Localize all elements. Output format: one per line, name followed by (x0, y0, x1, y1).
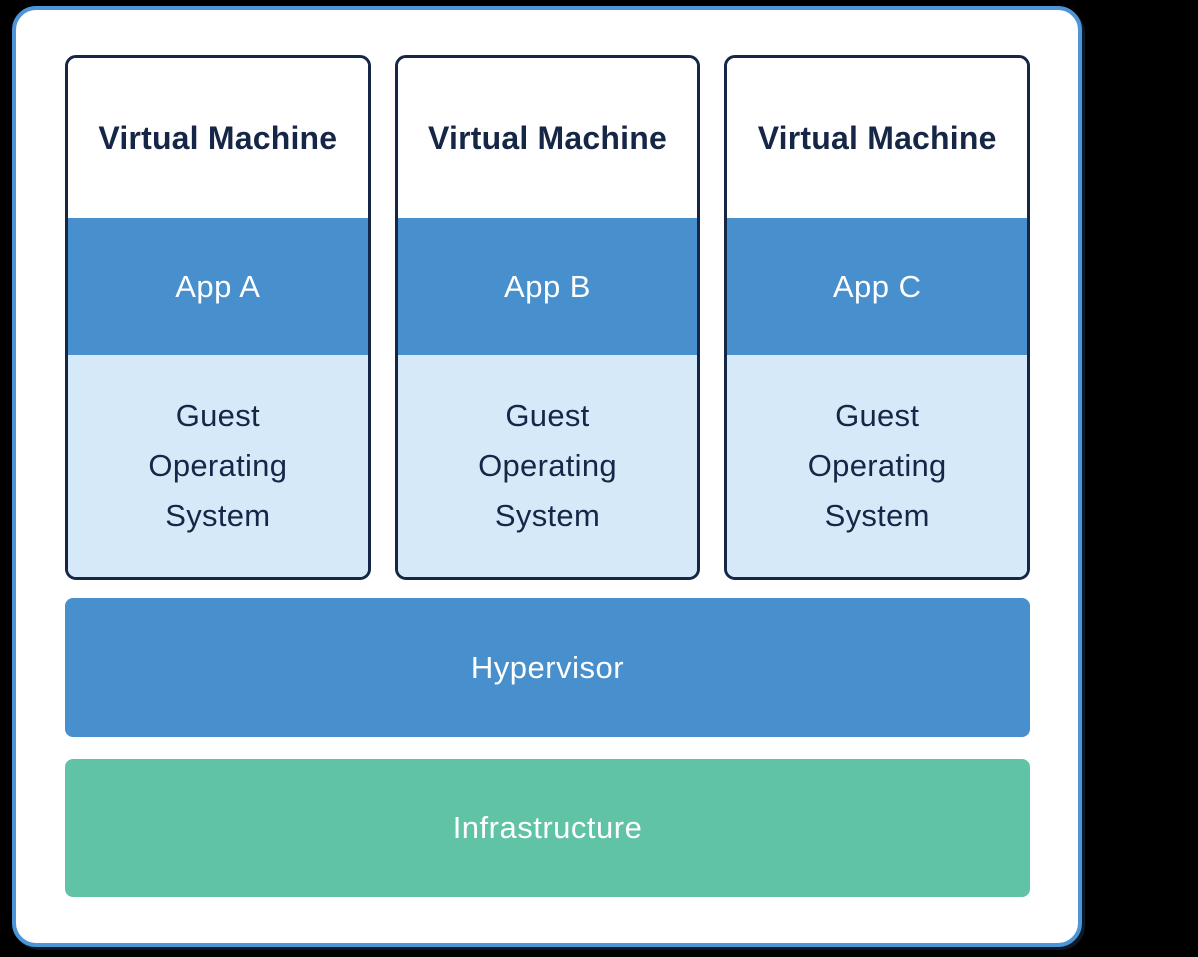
hypervisor-bar: Hypervisor (65, 598, 1030, 737)
app-label: App A (175, 268, 261, 304)
vm-header: Virtual Machine (397, 58, 698, 218)
vm-box-3: Virtual Machine App C Guest Operating Sy… (724, 55, 1031, 580)
vm-box-2: Virtual Machine App B Guest Operating Sy… (394, 55, 701, 580)
vm-title: Virtual Machine (757, 119, 997, 156)
guest-os-area: Guest Operating System (727, 355, 1028, 577)
app-bar: App B (397, 218, 698, 355)
app-bar: App A (68, 218, 368, 355)
hypervisor-label: Hypervisor (470, 649, 625, 685)
app-label: App B (504, 268, 591, 304)
guest-os-label: Guest Operating System (807, 398, 947, 533)
vm-row: Virtual Machine App A Guest Operating Sy… (65, 55, 1031, 580)
infrastructure-bar: Infrastructure (65, 759, 1030, 897)
vm-title: Virtual Machine (98, 119, 338, 156)
guest-os-label: Guest Operating System (478, 398, 617, 533)
app-label: App C (832, 268, 922, 304)
guest-os-label: Guest Operating System (148, 398, 288, 533)
app-bar: App C (727, 218, 1028, 355)
vm-header: Virtual Machine (727, 58, 1028, 218)
guest-os-area: Guest Operating System (68, 355, 368, 577)
vm-title: Virtual Machine (428, 119, 667, 156)
infrastructure-label: Infrastructure (452, 810, 643, 845)
vm-box-1: Virtual Machine App A Guest Operating Sy… (65, 55, 371, 580)
vm-header: Virtual Machine (68, 58, 368, 218)
virtualization-diagram-panel: Virtual Machine App A Guest Operating Sy… (12, 6, 1082, 947)
guest-os-area: Guest Operating System (397, 355, 698, 577)
